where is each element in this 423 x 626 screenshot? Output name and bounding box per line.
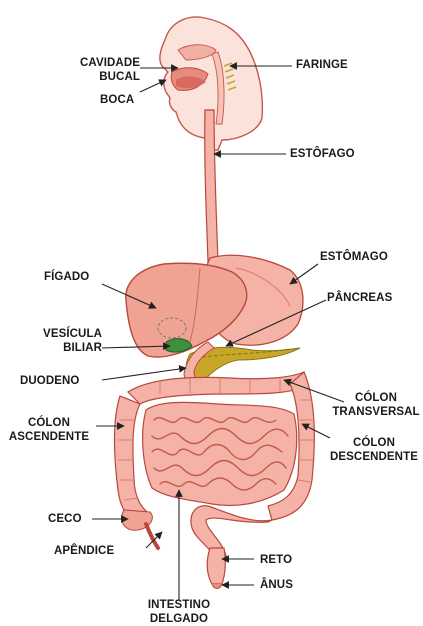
label-pancreas: PÂNCREAS bbox=[327, 291, 392, 305]
rectum-shape bbox=[207, 548, 225, 584]
label-estomago: ESTÔMAGO bbox=[320, 250, 388, 264]
anus-shape bbox=[212, 584, 222, 589]
label-reto: RETO bbox=[260, 553, 292, 567]
label-colon-descendente: CÓLON DESCENDENTE bbox=[326, 436, 422, 464]
label-duodeno: DUODENO bbox=[20, 374, 79, 388]
label-cavidade-bucal: CAVIDADE BUCAL bbox=[44, 56, 140, 84]
label-vesicula-biliar: VESÍCULA BILIAR bbox=[16, 327, 102, 355]
appendix-shape bbox=[146, 524, 158, 548]
small-intestine-shape bbox=[143, 402, 297, 505]
label-figado: FÍGADO bbox=[44, 270, 89, 284]
leader-duodeno bbox=[102, 368, 186, 380]
leader-boca bbox=[140, 80, 166, 92]
label-ceco: CECO bbox=[48, 512, 82, 526]
label-faringe: FARINGE bbox=[296, 58, 348, 72]
label-boca: BOCA bbox=[100, 93, 134, 107]
transverse-colon-shape bbox=[128, 372, 306, 404]
label-intestino-delgado: INTESTINO DELGADO bbox=[132, 598, 226, 626]
label-esofago: ESTÔFAGO bbox=[290, 147, 355, 161]
sigmoid-colon-shape bbox=[191, 506, 272, 558]
label-apendice: APÊNDICE bbox=[54, 544, 114, 558]
label-anus: ÂNUS bbox=[260, 578, 293, 592]
label-colon-transversal: CÓLON TRANSVERSAL bbox=[330, 391, 422, 419]
label-colon-ascendente: CÓLON ASCENDENTE bbox=[4, 416, 94, 444]
